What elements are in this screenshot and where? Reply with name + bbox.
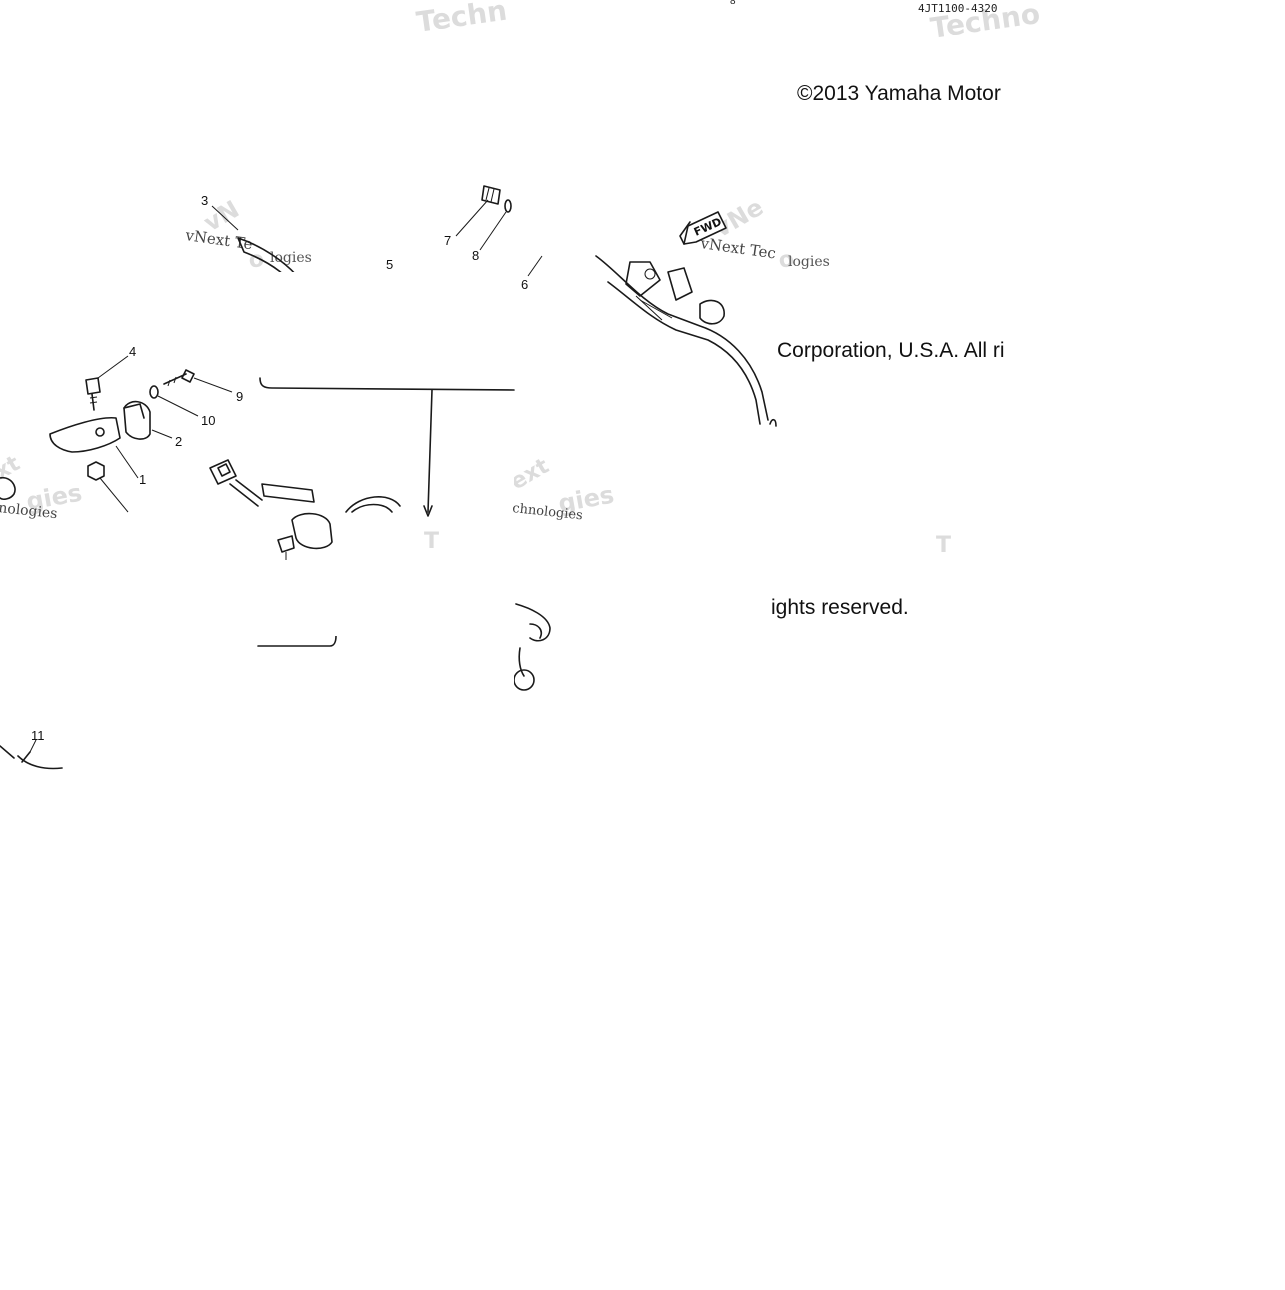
watermark-t-fragment-2: T xyxy=(936,533,951,558)
part-number: 4JT1100-4320 xyxy=(918,2,997,15)
callout-9: 9 xyxy=(236,389,243,404)
watermark-techn-top: Techn xyxy=(414,0,509,39)
watermark-x-left: xt xyxy=(0,451,25,485)
mask-panels xyxy=(0,120,514,696)
watermark-o-left: o xyxy=(247,247,266,274)
copyright-line-3: ights reserved. xyxy=(771,596,909,620)
callouts: 3 5 7 8 6 4 9 10 2 1 11 xyxy=(31,193,528,743)
callout-3: 3 xyxy=(201,193,208,208)
callout-8: 8 xyxy=(472,248,479,263)
callout-11: 11 xyxy=(31,728,45,743)
fwd-arrow: FWD xyxy=(679,211,727,245)
detail-bracket xyxy=(257,377,515,647)
washer-10 xyxy=(149,385,199,417)
leader-6 xyxy=(527,255,543,277)
cable-11 xyxy=(0,739,63,770)
bracket-2 xyxy=(123,400,173,440)
header-tick-mark: 8 xyxy=(730,0,736,7)
nut xyxy=(87,461,129,513)
bolt-4 xyxy=(85,355,129,411)
grip-lower xyxy=(513,603,551,691)
callout-4: 4 xyxy=(129,344,136,359)
callout-1: 1 xyxy=(139,472,146,487)
handlebar-right xyxy=(595,255,777,427)
bolt-9 xyxy=(163,369,233,393)
watermark-chnologies-mid: chnologies xyxy=(512,501,584,523)
watermark-logies-right: logies xyxy=(788,254,830,270)
watermark-o-right: o xyxy=(777,247,796,274)
holder-1 xyxy=(49,416,139,479)
copyright-line-2: Corporation, U.S.A. All ri xyxy=(777,339,1005,363)
watermark-vnext-right: vNext Tec xyxy=(698,234,777,263)
handlebar-switch xyxy=(261,483,333,560)
callout-10: 10 xyxy=(201,413,215,428)
callout-6: 6 xyxy=(521,277,528,292)
washer-8 xyxy=(479,199,512,251)
copyright-line-1: ©2013 Yamaha Motor xyxy=(797,82,1001,106)
bracket-left-fragment xyxy=(0,476,16,500)
watermark-logies-left: logies xyxy=(270,250,312,266)
watermark-nologies-left: nologies xyxy=(0,500,58,522)
callout-7: 7 xyxy=(444,233,451,248)
callout-2: 2 xyxy=(175,434,182,449)
watermark-t-fragment-1: T xyxy=(424,529,439,554)
bolt-7 xyxy=(455,185,501,237)
callout-5: 5 xyxy=(386,257,393,272)
connector-plug xyxy=(209,459,263,507)
